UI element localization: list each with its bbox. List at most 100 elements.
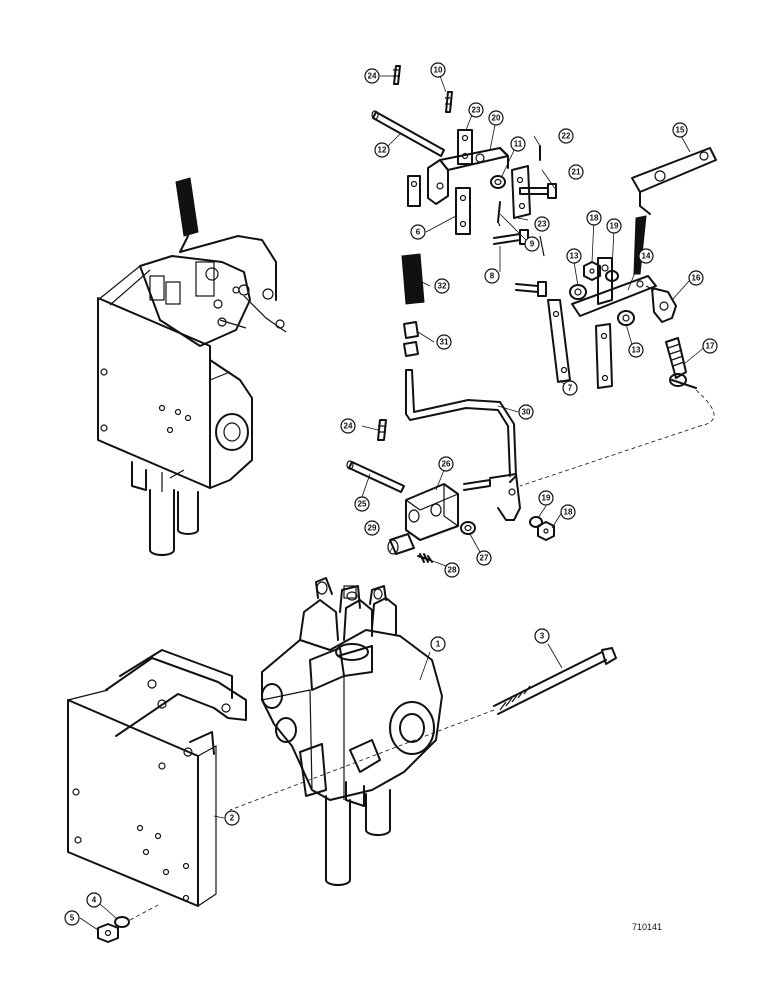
callout-label: 18: [564, 508, 573, 517]
assembled-mounting-plate: [97, 297, 211, 489]
callout-label: 17: [706, 342, 715, 351]
lock-washer-4: [114, 916, 130, 928]
callout-12: 12: [374, 142, 390, 158]
callout-14: 14: [638, 248, 654, 264]
callout-25: 25: [354, 496, 370, 512]
callout-20: 20: [488, 110, 504, 126]
washer-13-lower: [617, 310, 635, 326]
callout-29: 29: [364, 520, 380, 536]
callout-label: 28: [448, 566, 457, 575]
assembled-linkage: [139, 255, 287, 347]
callout-label: 23: [538, 220, 547, 229]
bushing-29: [389, 533, 415, 555]
valve-spool-right: [365, 789, 391, 836]
callout-9: 9: [524, 236, 540, 252]
washer-27: [460, 521, 476, 535]
assembled-valve-view: [97, 177, 287, 556]
callout-label: 31: [440, 338, 449, 347]
callout-label: 7: [568, 384, 573, 393]
callout-15: 15: [672, 122, 688, 138]
block-26: [405, 483, 459, 541]
callout-13b: 13: [628, 342, 644, 358]
lever-30: [405, 369, 517, 483]
assembled-lever: [179, 235, 277, 301]
pin-12: [372, 111, 445, 157]
exploded-linkage: [346, 65, 717, 563]
assembled-spool-right: [177, 491, 199, 535]
callout-23a: 23: [468, 102, 484, 118]
callout-label: 25: [358, 500, 367, 509]
callout-label: 24: [368, 72, 377, 81]
link-6-lower: [455, 187, 471, 235]
link-6-upper: [407, 175, 421, 207]
callout-label: 27: [480, 554, 489, 563]
bolt-8-lower: [515, 283, 539, 293]
callout-label: 24: [344, 422, 353, 431]
bar-15: [631, 147, 717, 193]
callout-2: 2: [224, 810, 240, 826]
assembled-valve-body: [209, 359, 253, 489]
callout-label: 11: [514, 140, 523, 149]
callout-label: 12: [378, 146, 387, 155]
callout-1: 1: [430, 636, 446, 652]
callout-6: 6: [410, 224, 426, 240]
callout-label: 8: [490, 272, 495, 281]
callout-label: 1: [436, 640, 441, 649]
callout-22: 22: [558, 128, 574, 144]
callout-label: 14: [642, 252, 651, 261]
callout-label: 9: [530, 240, 535, 249]
callout-18b: 18: [560, 504, 576, 520]
callout-19b: 19: [538, 490, 554, 506]
callout-label: 6: [416, 228, 421, 237]
callout-7: 7: [562, 380, 578, 396]
callout-label: 20: [492, 114, 501, 123]
bracket-14: [571, 275, 657, 317]
callout-26: 26: [438, 456, 454, 472]
callout-label: 3: [540, 632, 545, 641]
drawing-reference-number: 710141: [632, 922, 662, 932]
assembled-spool-left: [149, 489, 175, 556]
callout-19a: 19: [606, 218, 622, 234]
link-7-left: [547, 299, 571, 383]
callout-31: 31: [436, 334, 452, 350]
roll-pin-24-lower: [377, 419, 387, 441]
valve-spool-left: [325, 795, 351, 886]
callout-3: 3: [534, 628, 550, 644]
callout-11: 11: [510, 136, 526, 152]
assembled-lever-knob: [175, 177, 199, 237]
callout-label: 32: [438, 282, 447, 291]
pin-25: [348, 461, 405, 493]
bushing-31-upper: [403, 321, 419, 339]
callout-label: 15: [676, 126, 685, 135]
link-7-right: [595, 323, 613, 389]
washer-19-lower: [529, 516, 543, 528]
bolt-21: [519, 187, 549, 195]
callout-17: 17: [702, 338, 718, 354]
callout-label: 19: [610, 222, 619, 231]
callout-24b: 24: [340, 418, 356, 434]
washer-11: [490, 175, 506, 189]
callout-label: 10: [434, 66, 443, 75]
callout-23b: 23: [534, 216, 550, 232]
callout-24a: 24: [364, 68, 380, 84]
callout-16: 16: [688, 270, 704, 286]
callout-label: 22: [562, 132, 571, 141]
mounting-plate-2: [67, 699, 199, 907]
rod-end-17: [665, 337, 687, 379]
callout-30: 30: [518, 404, 534, 420]
leader-lines: [79, 75, 707, 931]
callout-label: 23: [472, 106, 481, 115]
rod-end-16: [651, 287, 677, 323]
callout-label: 2: [230, 814, 235, 823]
callout-4: 4: [86, 892, 102, 908]
callout-label: 19: [542, 494, 551, 503]
tie-bolt-3: [493, 651, 607, 715]
callout-label: 5: [70, 914, 75, 923]
callout-label: 13: [632, 346, 641, 355]
nut-5: [97, 923, 119, 943]
callout-8: 8: [484, 268, 500, 284]
lever-knob-32: [401, 253, 425, 305]
cotter-pin-9: [497, 201, 501, 223]
roll-pin-10: [445, 91, 453, 113]
